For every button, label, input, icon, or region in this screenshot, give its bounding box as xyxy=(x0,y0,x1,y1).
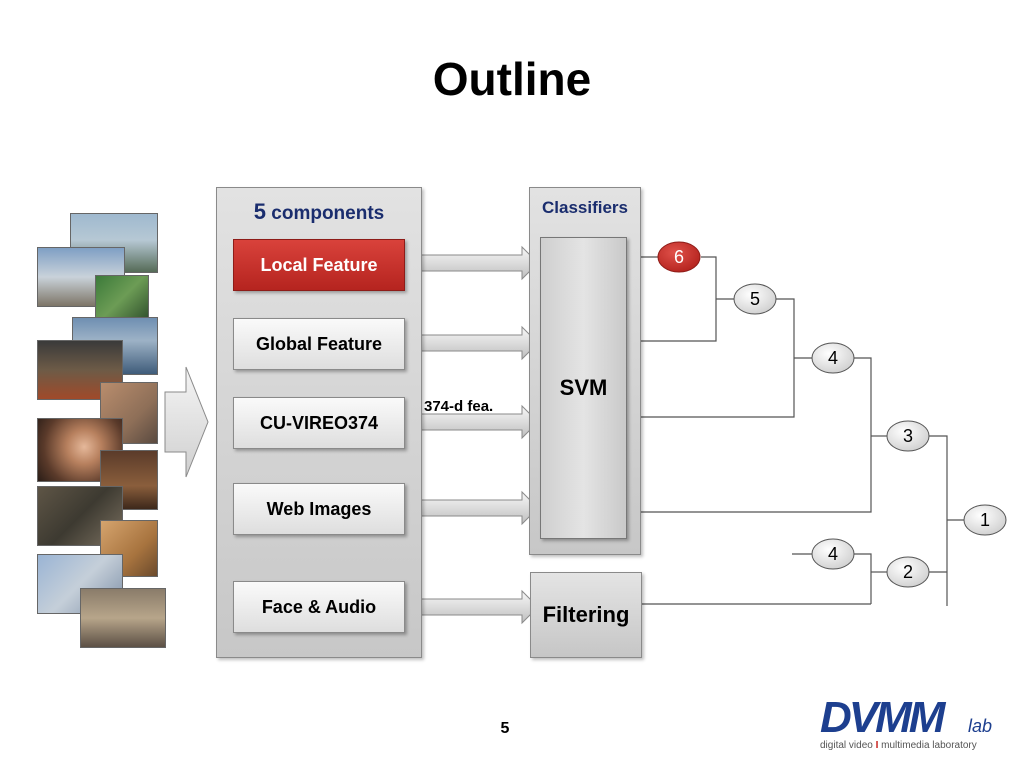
arrow-face-audio xyxy=(403,589,539,625)
logo-tagline: digital video I multimedia laboratory xyxy=(820,740,977,751)
arrow-web-images xyxy=(403,490,539,526)
node-label-2: 2 xyxy=(903,562,913,582)
component-face-audio[interactable]: Face & Audio xyxy=(233,581,405,633)
collage-arrow xyxy=(164,366,209,478)
node-label-4b: 4 xyxy=(828,544,838,564)
node-label-3: 3 xyxy=(903,426,913,446)
feature-dimension-label: 374-d fea. xyxy=(424,398,494,415)
svm-label: SVM xyxy=(559,375,608,400)
svm-classifier[interactable]: SVM xyxy=(540,237,627,539)
component-web-images[interactable]: Web Images xyxy=(233,483,405,535)
component-label: Web Images xyxy=(266,498,372,519)
filtering-label: Filtering xyxy=(542,602,630,627)
logo-tagline-left: digital video xyxy=(820,740,873,751)
component-global-feature[interactable]: Global Feature xyxy=(233,318,405,370)
fusion-node-4a xyxy=(811,342,855,374)
logo-tagline-right: multimedia laboratory xyxy=(881,740,977,751)
component-label: Global Feature xyxy=(255,333,383,354)
node-label-1: 1 xyxy=(980,510,990,530)
node-label-6: 6 xyxy=(674,247,684,267)
component-label: Local Feature xyxy=(260,254,378,275)
fusion-node-4b xyxy=(811,538,855,570)
components-header: 5 components xyxy=(217,199,421,225)
classifiers-header: Classifiers xyxy=(542,198,628,217)
fusion-node-3 xyxy=(886,420,930,452)
dvmm-logo: DVMM lab digital video I multimedia labo… xyxy=(818,694,998,754)
keyframe-meeting xyxy=(80,588,166,648)
fusion-node-6 xyxy=(657,241,701,273)
component-cu-vireo374[interactable]: CU-VIREO374 xyxy=(233,397,405,449)
fusion-tree-lines xyxy=(641,256,964,606)
filtering-box[interactable]: Filtering xyxy=(530,572,642,658)
node-label-4a: 4 xyxy=(828,348,838,368)
node-label-5: 5 xyxy=(750,289,760,309)
keyframe-interior xyxy=(100,450,158,510)
components-count: 5 xyxy=(253,199,266,224)
logo-suffix: lab xyxy=(968,716,993,736)
arrow-local-feature xyxy=(403,245,539,281)
fusion-node-1 xyxy=(963,504,1007,536)
fusion-node-5 xyxy=(733,283,777,315)
slide-title: Outline xyxy=(432,53,592,105)
component-label: Face & Audio xyxy=(261,596,377,617)
arrow-global-feature xyxy=(403,325,539,361)
keyframe-flowers xyxy=(95,275,149,322)
fusion-node-2 xyxy=(886,556,930,588)
logo-tagline-separator: I xyxy=(875,740,879,751)
page-number: 5 xyxy=(500,720,510,737)
component-label: CU-VIREO374 xyxy=(259,412,379,433)
logo-wordmark: DVMM xyxy=(820,693,945,742)
component-local-feature[interactable]: Local Feature xyxy=(233,239,405,291)
components-header-text: components xyxy=(271,203,385,224)
keyframe-forest xyxy=(37,486,123,546)
